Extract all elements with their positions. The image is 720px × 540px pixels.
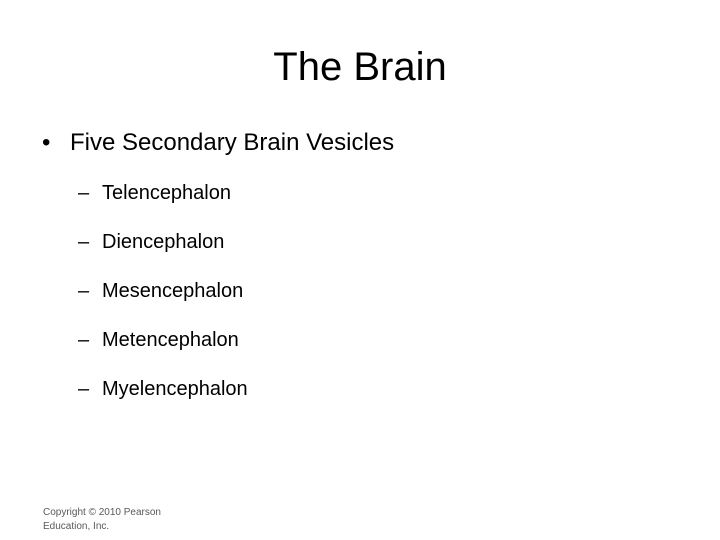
sub-bullet-item: – Diencephalon bbox=[78, 227, 248, 276]
sub-bullet-marker: – bbox=[78, 231, 90, 253]
bullet-text: Five Secondary Brain Vesicles bbox=[70, 129, 395, 156]
sub-bullet-item: – Mesencephalon bbox=[78, 276, 248, 325]
slide-title: The Brain bbox=[273, 45, 447, 89]
sub-bullet-marker: – bbox=[78, 182, 90, 204]
sub-bullet-text: Telencephalon bbox=[102, 182, 231, 204]
sub-bullet-marker: – bbox=[78, 280, 90, 302]
sub-bullet-marker: – bbox=[78, 378, 90, 400]
sub-bullet-item: – Myelencephalon bbox=[78, 374, 248, 423]
sub-bullet-list: – Telencephalon – Diencephalon – Mesence… bbox=[78, 178, 248, 423]
bullet-item: • Five Secondary Brain Vesicles bbox=[42, 128, 394, 158]
sub-bullet-item: – Telencephalon bbox=[78, 178, 248, 227]
sub-bullet-text: Mesencephalon bbox=[102, 280, 244, 302]
sub-bullet-marker: – bbox=[78, 329, 90, 351]
sub-bullet-text: Diencephalon bbox=[102, 231, 225, 253]
bullet-marker: • bbox=[42, 129, 51, 156]
sub-bullet-text: Myelencephalon bbox=[102, 378, 248, 400]
copyright-footer: Copyright © 2010 Pearson Education, Inc. bbox=[43, 507, 161, 532]
sub-bullet-text: Metencephalon bbox=[102, 329, 239, 351]
sub-bullet-item: – Metencephalon bbox=[78, 325, 248, 374]
